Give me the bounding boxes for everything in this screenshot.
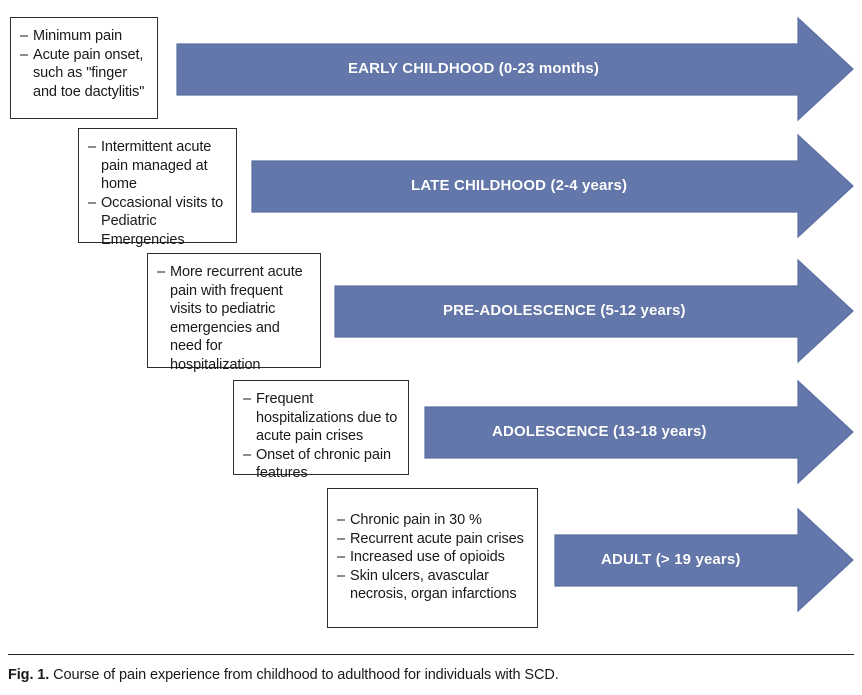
arrow-shape-icon <box>176 16 854 122</box>
arrow-early-childhood <box>176 16 854 122</box>
figure-caption-text: Course of pain experience from childhood… <box>53 667 559 683</box>
note-box-adolescence: – Frequent hospitalizations due to acute… <box>233 380 409 481</box>
figure-number-label: Fig. 1. <box>8 667 50 683</box>
bullet-dash: – <box>337 530 345 547</box>
note-box-pre-adolescence: – More recurrent acute pain with frequen… <box>147 253 321 373</box>
note-list: – Minimum pain – Acute pain onset, such … <box>20 27 147 101</box>
bullet-dash: – <box>337 567 345 584</box>
note-text: More recurrent acute pain with frequent … <box>170 264 303 373</box>
note-text: Increased use of opioids <box>350 549 505 565</box>
note-box-adult: – Chronic pain in 30 % – Recurrent acute… <box>327 488 538 628</box>
arrow-shape-icon <box>554 507 854 613</box>
bullet-dash: – <box>243 391 251 407</box>
arrow-shape-icon <box>334 258 854 364</box>
note-list: – More recurrent acute pain with frequen… <box>157 263 310 374</box>
note-text: Intermittent acute pain managed at home <box>101 139 212 192</box>
list-item: – Increased use of opioids <box>337 548 527 567</box>
note-text: Occasional visits to Pediatric Emergenci… <box>101 194 224 248</box>
bullet-dash: – <box>88 139 96 155</box>
note-text: Acute pain onset, such as "finger and to… <box>33 46 145 100</box>
note-list: – Intermittent acute pain managed at hom… <box>88 138 226 249</box>
bullet-dash: – <box>157 264 165 280</box>
list-item: – Chronic pain in 30 % <box>337 511 527 530</box>
note-list: – Frequent hospitalizations due to acute… <box>243 390 398 483</box>
list-item: – Minimum pain <box>20 27 147 46</box>
note-text: Chronic pain in 30 % <box>350 512 482 528</box>
caption-divider <box>8 654 854 655</box>
list-item: – Occasional visits to Pediatric Emergen… <box>88 194 226 250</box>
list-item: – Skin ulcers, avascular necrosis, organ… <box>337 567 527 604</box>
note-text: Frequent hospitalizations due to acute p… <box>256 391 398 444</box>
note-box-late-childhood: – Intermittent acute pain managed at hom… <box>78 128 237 248</box>
list-item: – Acute pain onset, such as "finger and … <box>20 46 147 102</box>
note-text: Minimum pain <box>33 28 123 44</box>
bullet-dash: – <box>337 549 345 565</box>
arrow-late-childhood <box>251 133 854 239</box>
note-list: – Chronic pain in 30 % – Recurrent acute… <box>337 511 527 604</box>
arrow-shape-icon <box>251 133 854 239</box>
bullet-dash: – <box>243 446 251 463</box>
note-text: Recurrent acute pain crises <box>350 530 524 547</box>
note-text: Skin ulcers, avascular necrosis, organ i… <box>350 567 517 603</box>
list-item: – More recurrent acute pain with frequen… <box>157 263 310 374</box>
list-item: – Frequent hospitalizations due to acute… <box>243 390 398 446</box>
list-item: – Recurrent acute pain crises <box>337 530 527 549</box>
note-text: Onset of chronic pain features <box>256 446 391 482</box>
bullet-dash: – <box>337 512 345 528</box>
bullet-dash: – <box>20 46 28 63</box>
arrow-pre-adolescence <box>334 258 854 364</box>
arrow-adult <box>554 507 854 613</box>
bullet-dash: – <box>20 28 28 44</box>
note-box-early-childhood: – Minimum pain – Acute pain onset, such … <box>10 17 158 119</box>
diagram-stage: EARLY CHILDHOOD (0-23 months) – Minimum … <box>10 16 854 628</box>
list-item: – Onset of chronic pain features <box>243 446 398 483</box>
figure-caption: Fig. 1. Course of pain experience from c… <box>8 666 854 685</box>
arrow-adolescence <box>424 379 854 485</box>
list-item: – Intermittent acute pain managed at hom… <box>88 138 226 194</box>
arrow-shape-icon <box>424 379 854 485</box>
bullet-dash: – <box>88 194 96 211</box>
